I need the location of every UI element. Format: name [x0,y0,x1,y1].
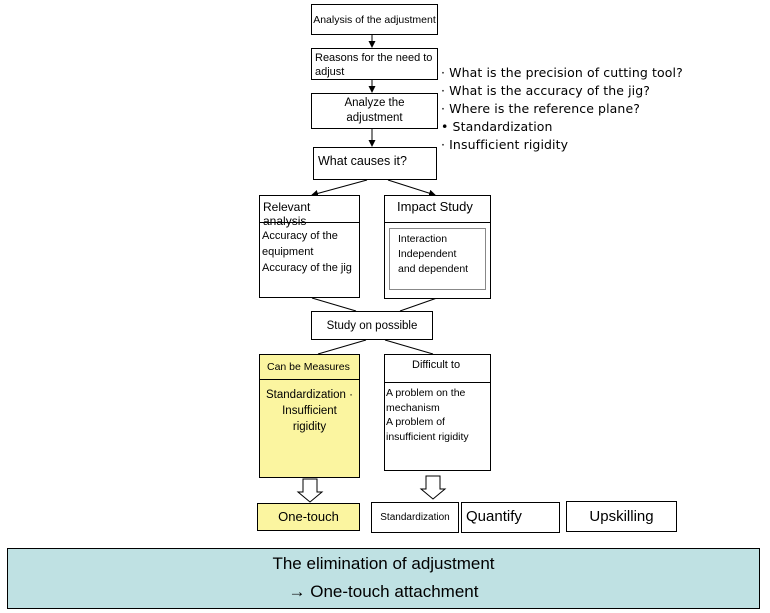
upskilling-box: Upskilling [566,501,677,532]
line-impact-study [399,297,438,312]
analysis-box: Analysis of the adjustment [311,4,438,35]
impact-study-body: Interaction Independent and dependent [389,228,486,290]
quantify-label: Quantify [466,508,522,525]
note-cutting-tool: · What is the precision of cutting tool? [441,65,683,80]
one-touch-box: One-touch [257,503,360,531]
measures-box: Can be Measures Standardization · Insuff… [259,354,360,478]
note-jig-accuracy: · What is the accuracy of the jig? [441,83,651,98]
note-insufficient-rigidity: · Insufficient rigidity [441,137,569,152]
measures-title: Can be Measures [260,355,359,380]
measures-body: Standardization · Insufficient rigidity [266,389,353,433]
line-study-measures [317,339,367,355]
difficult-body: A problem on the mechanism A problem of … [386,387,469,443]
analyze-box: Analyze the adjustment [311,93,438,129]
standardization-box: Standardization [371,502,459,533]
one-touch-label: One-touch [278,509,339,524]
upskilling-label: Upskilling [589,507,654,525]
banner-line-2: → One-touch attachment [288,582,479,601]
difficult-title: Difficult to [385,355,490,383]
reasons-box: Reasons for the need to adjust [311,48,438,80]
quantify-box: Quantify [461,502,560,533]
block-arrow-difficult [419,475,447,500]
arrow-causes-relevant [311,179,368,197]
line-study-difficult [384,339,434,355]
analysis-label: Analysis of the adjustment [313,13,436,26]
relevant-analysis-box: Relevant analysis Accuracy of the equipm… [259,195,360,298]
relevant-analysis-body: Accuracy of the equipment Accuracy of th… [262,230,352,274]
impact-study-box: Impact Study Interaction Independent and… [384,195,491,299]
arrow-causes-impact [387,179,436,197]
causes-label: What causes it? [318,154,407,168]
reasons-label: Reasons for the need to adjust [315,52,433,78]
note-reference-plane: · Where is the reference plane? [441,101,640,116]
standardization-label: Standardization [380,511,450,523]
relevant-analysis-title: Relevant analysis [260,196,359,228]
study-box: Study on possible [311,311,433,340]
causes-box: What causes it? [313,147,437,180]
study-label: Study on possible [326,319,418,332]
summary-banner: The elimination of adjustment → One-touc… [7,548,760,609]
block-arrow-measures [296,478,324,503]
note-standardization: • Standardization [441,119,553,134]
impact-study-title: Impact Study [385,196,490,223]
difficult-box: Difficult to A problem on the mechanism … [384,354,491,471]
line-relevant-study [311,297,357,312]
banner-line-1: The elimination of adjustment [272,554,495,573]
analyze-label: Analyze the adjustment [344,97,405,124]
